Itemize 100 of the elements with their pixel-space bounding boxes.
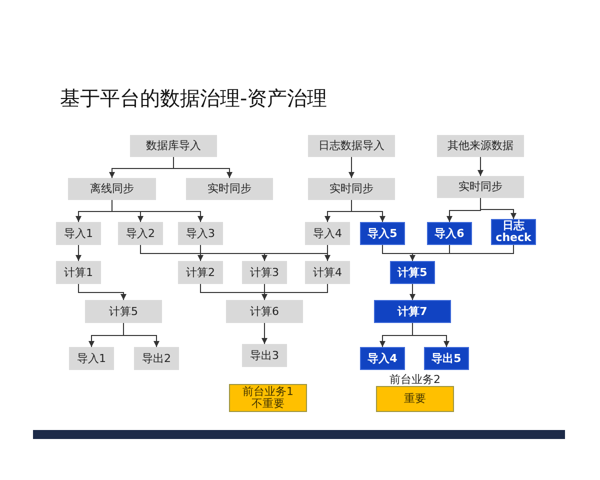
box-label: 导出5 <box>432 352 462 364</box>
arrow <box>78 284 126 300</box>
process-box <box>178 261 223 284</box>
box-label: 导出2 <box>142 352 171 364</box>
box-label: 导入6 <box>434 228 464 240</box>
process-box <box>427 222 472 245</box>
arrow <box>76 211 82 222</box>
connector-line <box>200 244 201 254</box>
process-box <box>134 347 179 370</box>
process-box <box>56 222 101 245</box>
connector-line <box>449 244 450 254</box>
box-label: 导入5 <box>368 228 398 240</box>
box-label: 计算6 <box>250 306 279 318</box>
process-box <box>305 222 350 245</box>
process-box <box>130 135 217 157</box>
box-label: 计算5 <box>398 266 428 278</box>
box-label: 导入1 <box>64 228 93 240</box>
box-label: 导入4 <box>368 352 398 364</box>
process-box <box>491 219 536 245</box>
box-label: 计算3 <box>250 266 279 278</box>
connector-line <box>78 211 202 212</box>
connector-line <box>111 168 230 169</box>
process-box <box>68 178 156 200</box>
box-label: 导入2 <box>126 228 155 240</box>
connector-line <box>513 244 514 254</box>
process-box <box>226 300 303 323</box>
arrow <box>478 156 484 176</box>
process-box <box>360 347 405 370</box>
process-box <box>390 261 435 284</box>
process-box <box>308 135 395 157</box>
box-label: 实时同步 <box>330 183 374 195</box>
box-label: 导出3 <box>250 350 279 362</box>
note-heading: 前台业务2 <box>390 373 440 386</box>
box-label: 计算5 <box>109 306 138 318</box>
process-box <box>424 347 469 370</box>
process-box <box>437 176 524 198</box>
box-label: 日志 check <box>495 220 532 244</box>
box-label: 离线同步 <box>90 183 134 195</box>
arrow <box>262 253 268 262</box>
arrow <box>410 253 416 262</box>
arrow <box>88 335 94 348</box>
process-box <box>118 222 163 245</box>
arrow <box>480 198 516 220</box>
connector-line <box>264 284 265 293</box>
box-label: 重要 <box>404 393 426 405</box>
box-label: 计算2 <box>186 266 215 278</box>
box-label: 导入4 <box>313 228 342 240</box>
process-box <box>360 222 405 245</box>
process-box <box>85 300 162 323</box>
process-box <box>242 344 287 367</box>
connector-line <box>327 244 328 254</box>
process-box <box>437 135 524 157</box>
connector-line <box>412 322 413 336</box>
arrow <box>198 211 204 222</box>
process-box <box>69 347 114 370</box>
box-label: 其他来源数据 <box>448 140 514 152</box>
arrow <box>262 292 268 300</box>
box-label: 实时同步 <box>458 181 502 193</box>
box-label: 导入1 <box>77 352 106 364</box>
box-label: 实时同步 <box>208 183 252 195</box>
connector-line <box>200 284 201 293</box>
box-label: 数据库导入 <box>146 140 201 152</box>
arrow <box>109 168 115 178</box>
arrow <box>138 211 144 222</box>
box-label: 计算4 <box>313 266 342 278</box>
process-box <box>56 261 101 284</box>
process-box <box>178 222 223 245</box>
connector-line <box>140 253 328 254</box>
arrow <box>348 156 354 178</box>
box-label: 日志数据导入 <box>318 140 384 152</box>
box-label: 计算1 <box>64 266 93 278</box>
process-box <box>374 300 451 323</box>
box-label: 计算7 <box>398 306 428 318</box>
connector-line <box>123 322 124 336</box>
note-box <box>229 384 307 412</box>
arrow <box>324 211 330 222</box>
arrow <box>380 335 386 348</box>
arrow <box>444 335 450 348</box>
arrow <box>154 335 160 348</box>
connector-line <box>327 284 328 293</box>
process-box <box>242 261 287 284</box>
connector-line <box>382 244 383 254</box>
connector-line <box>173 156 174 169</box>
slide-title: 基于平台的数据治理-资产治理 <box>60 86 328 110</box>
box-label: 不重要 <box>252 398 284 410</box>
arrow <box>262 322 268 344</box>
box-label: 前台业务1 <box>242 386 294 398</box>
connector-line <box>382 253 514 254</box>
arrow <box>410 284 416 300</box>
arrow <box>198 253 204 262</box>
arrow <box>380 211 386 222</box>
box-label: 导入3 <box>186 228 215 240</box>
process-box <box>305 261 350 284</box>
arrow <box>226 168 232 178</box>
connector-line <box>140 244 141 254</box>
process-box <box>308 178 395 200</box>
process-box <box>186 178 273 200</box>
connector-line <box>90 335 158 336</box>
connector-line <box>382 335 448 336</box>
arrow <box>76 244 82 262</box>
